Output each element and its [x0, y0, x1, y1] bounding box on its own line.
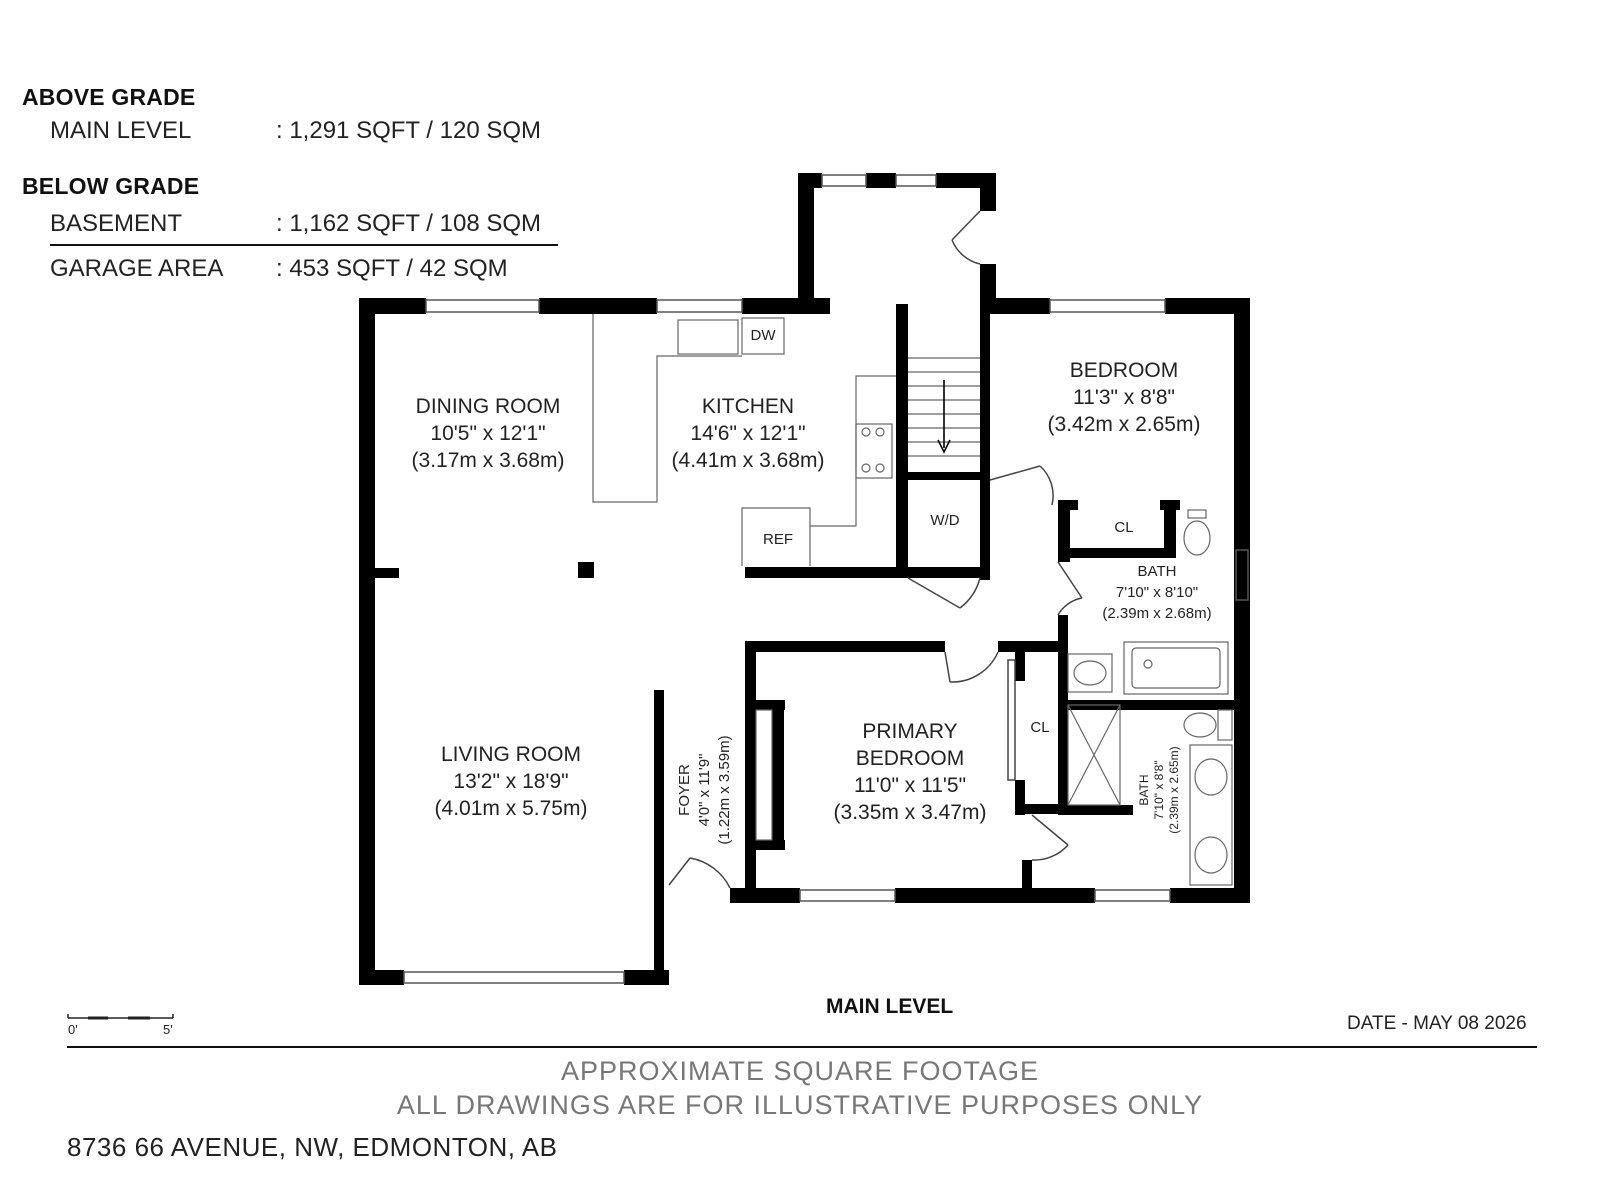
- dining-room-name: DINING ROOM: [416, 395, 561, 418]
- basement-value: : 1,162 SQFT / 108 SQM: [276, 210, 542, 237]
- dining-room-imperial: 10'5" x 12'1": [430, 422, 545, 445]
- bath-metric: (2.39m x 2.68m): [1102, 605, 1211, 622]
- illustrative-note: ALL DRAWINGS ARE FOR ILLUSTRATIVE PURPOS…: [396, 1090, 1204, 1120]
- primary-bedroom-name-line1: PRIMARY: [862, 720, 957, 743]
- ensuite-bath-imperial: 7'10" x 8'8": [1152, 760, 1166, 819]
- footer-divider: [67, 1046, 1537, 1048]
- dishwasher-label: DW: [751, 327, 777, 344]
- dining-room-metric: (3.17m x 3.68m): [412, 449, 565, 472]
- scale-start-label: 0': [68, 1022, 78, 1037]
- bedroom-closet-label: CL: [1114, 519, 1133, 536]
- below-grade-heading: BELOW GRADE: [22, 173, 200, 199]
- basement-label: BASEMENT: [50, 210, 183, 237]
- scale-bar: [67, 1014, 174, 1020]
- basement-divider: [50, 244, 558, 246]
- bath-imperial: 7'10" x 8'10": [1116, 584, 1198, 601]
- bath-name: BATH: [1138, 563, 1177, 580]
- footage-note: APPROXIMATE SQUARE FOOTAGE: [560, 1056, 1040, 1086]
- floor-plan-doors: [668, 210, 1083, 889]
- ensuite-bath-name: BATH: [1137, 774, 1151, 805]
- kitchen-metric: (4.41m x 3.68m): [672, 449, 825, 472]
- floor-plan-fixtures: [592, 314, 1233, 886]
- primary-bedroom-imperial: 11'0" x 11'5": [854, 774, 966, 797]
- level-title: MAIN LEVEL: [826, 995, 954, 1018]
- plan-date: DATE - MAY 08 2026: [1347, 1013, 1527, 1034]
- kitchen-name: KITCHEN: [702, 395, 794, 418]
- bedroom-imperial: 11'3" x 8'8": [1073, 386, 1175, 409]
- property-address: 8736 66 AVENUE, NW, EDMONTON, AB: [67, 1132, 558, 1162]
- bedroom-name: BEDROOM: [1070, 359, 1179, 382]
- refrigerator-label: REF: [763, 531, 793, 548]
- living-room-imperial: 13'2" x 18'9": [453, 770, 568, 793]
- living-room-metric: (4.01m x 5.75m): [435, 797, 588, 820]
- main-level-value: : 1,291 SQFT / 120 SQM: [276, 117, 542, 144]
- foyer-imperial: 4'0" x 11'9": [696, 754, 713, 827]
- living-room-name: LIVING ROOM: [441, 743, 581, 766]
- garage-label: GARAGE AREA: [50, 255, 224, 282]
- primary-bedroom-metric: (3.35m x 3.47m): [834, 801, 987, 824]
- bedroom-metric: (3.42m x 2.65m): [1048, 413, 1201, 436]
- floor-plan-windows: [403, 174, 1249, 984]
- floor-plan-walls: [359, 173, 1250, 985]
- above-grade-heading: ABOVE GRADE: [22, 84, 196, 110]
- garage-value: : 453 SQFT / 42 SQM: [276, 255, 508, 282]
- primary-bedroom-name-line2: BEDROOM: [856, 747, 965, 770]
- main-level-label: MAIN LEVEL: [50, 117, 192, 144]
- primary-closet-label: CL: [1030, 719, 1049, 736]
- kitchen-imperial: 14'6" x 12'1": [690, 422, 805, 445]
- scale-end-label: 5': [163, 1022, 173, 1037]
- foyer-name: FOYER: [676, 764, 693, 816]
- washer-dryer-label: W/D: [930, 512, 959, 529]
- ensuite-bath-metric: (2.39m x 2.65m): [1167, 746, 1181, 833]
- foyer-metric: (1.22m x 3.59m): [716, 735, 733, 844]
